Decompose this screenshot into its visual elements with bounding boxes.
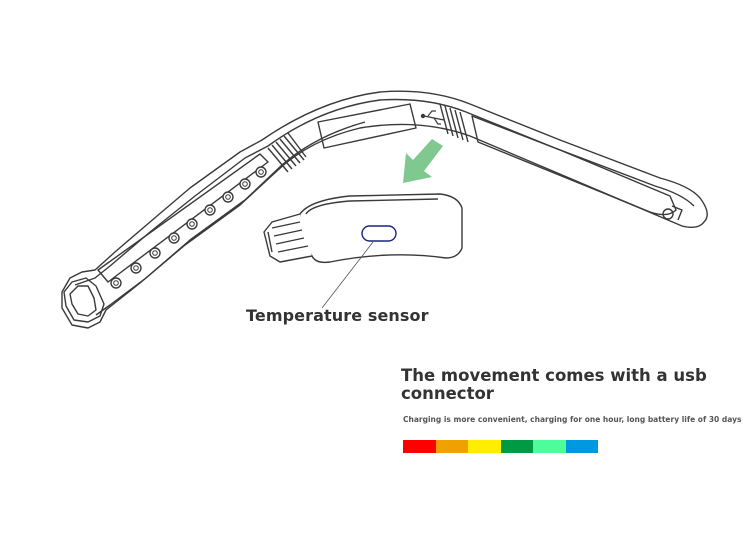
color-swatch-green: [500, 440, 533, 453]
sensor-leader-line: [321, 241, 374, 309]
color-swatch-orange: [435, 440, 468, 453]
strap-holes: [110, 166, 267, 289]
down-left-arrow-icon: [403, 139, 443, 183]
color-strip: [403, 440, 598, 453]
wristband-strap: [61, 90, 708, 329]
color-swatch-red: [403, 440, 436, 453]
subline: Charging is more convenient, charging fo…: [403, 415, 742, 424]
strap-holes-inner: [113, 169, 264, 286]
headline: The movement comes with a usb connector: [401, 366, 707, 403]
movement-module: [263, 193, 463, 264]
color-swatch-blue: [565, 440, 598, 453]
color-swatch-yellow: [468, 440, 501, 453]
temperature-sensor-label: Temperature sensor: [246, 306, 429, 325]
color-swatch-mint: [533, 440, 566, 453]
usb-icon: [420, 110, 445, 125]
